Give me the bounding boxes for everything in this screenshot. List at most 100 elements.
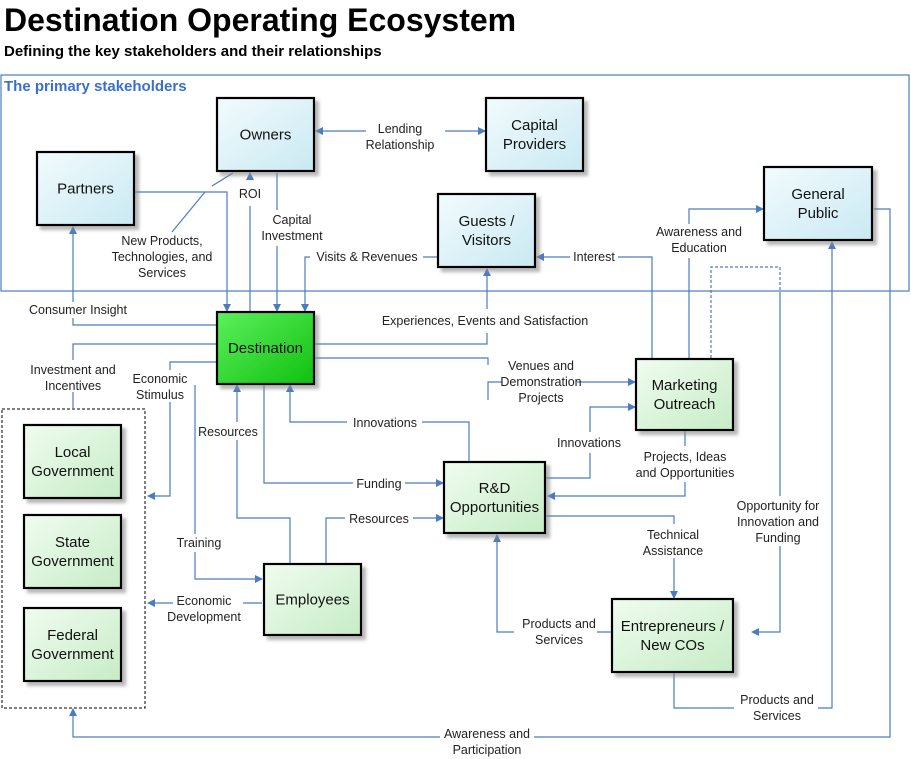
label-capital-investment: Investment <box>261 229 323 243</box>
node-guests-label: Visitors <box>462 232 511 249</box>
label-lending: Lending <box>378 122 423 136</box>
label-experiences: Experiences, Events and Satisfaction <box>382 314 588 328</box>
node-rd: R&D Opportunities <box>442 460 547 535</box>
node-general-public-label: General <box>791 186 844 203</box>
node-guests: Guests / Visitors <box>436 192 537 269</box>
resources-mid-connector <box>325 518 443 563</box>
label-investment-incentives: Investment and <box>30 363 116 377</box>
label-products-services-right: Services <box>753 709 801 723</box>
innovations-right-connector <box>546 407 635 479</box>
label-new-products: Services <box>138 266 186 280</box>
node-entrepreneurs-label: New COs <box>640 637 704 654</box>
technical-assistance-connector <box>546 515 674 598</box>
node-partners: Partners <box>35 150 136 227</box>
opportunity-connector <box>752 292 781 632</box>
visits-revenues-connector <box>305 256 437 311</box>
label-technical-assistance: Assistance <box>643 544 703 558</box>
node-state-gov-label: Government <box>31 553 114 570</box>
label-resources-left: Resources <box>198 425 258 439</box>
node-general-public-label: Public <box>798 205 839 222</box>
node-entrepreneurs: Entrepreneurs / New COs <box>610 597 735 674</box>
node-marketing-label: Outreach <box>654 396 716 413</box>
funding-connector <box>263 385 443 483</box>
node-destination: Destination <box>215 310 316 386</box>
node-federal-gov-label: Government <box>31 646 114 663</box>
label-awareness-participation: Awareness and <box>444 727 530 741</box>
government-group <box>1 408 146 709</box>
training-connector <box>194 385 262 579</box>
label-investment-incentives: Incentives <box>45 379 101 393</box>
label-visits-revenues: Visits & Revenues <box>316 250 417 264</box>
label-projects-ideas: and Opportunities <box>636 466 735 480</box>
label-venues: Venues and <box>508 359 574 373</box>
label-lending: Relationship <box>366 138 435 152</box>
node-state-gov-label: State <box>55 534 90 551</box>
label-innovations-right: Innovations <box>557 436 621 450</box>
new-products-diag2 <box>211 172 234 187</box>
label-economic-development: Economic <box>177 594 232 608</box>
node-rd-label: Opportunities <box>450 499 539 516</box>
products-services-rd-connector <box>497 535 612 633</box>
label-resources-mid: Resources <box>349 512 409 526</box>
label-products-services-right: Products and <box>740 693 814 707</box>
label-economic-stimulus: Economic <box>133 372 188 386</box>
venues-connector <box>315 357 635 400</box>
node-capital-providers-label: Providers <box>503 136 566 153</box>
label-funding: Funding <box>356 477 401 491</box>
experiences-connector <box>315 269 487 345</box>
label-products-services-left: Services <box>535 633 583 647</box>
label-opportunity: Innovation and <box>737 515 819 529</box>
node-local-gov-label: Local <box>55 444 91 461</box>
consumer-insight-connector <box>73 227 216 326</box>
label-technical-assistance: Technical <box>647 528 699 542</box>
awareness-participation-connector <box>73 208 891 738</box>
region-title: The primary stakeholders <box>4 78 187 95</box>
label-economic-development: Development <box>167 610 241 624</box>
interest-connector <box>537 257 653 358</box>
label-awareness-education: Education <box>671 241 727 255</box>
label-new-products: Technologies, and <box>112 250 213 264</box>
products-services-public-connector <box>673 242 832 709</box>
node-federal-gov-label: Federal <box>47 627 98 644</box>
node-rd-label: R&D <box>479 480 511 497</box>
label-consumer-insight: Consumer Insight <box>29 303 127 317</box>
awareness-education-connector <box>688 209 763 358</box>
investment-incentives-connector <box>72 343 216 408</box>
economic-stimulus-connector <box>148 361 216 496</box>
label-capital-investment: Capital <box>273 213 312 227</box>
label-products-services-left: Products and <box>522 617 596 631</box>
label-training: Training <box>177 536 222 550</box>
node-partners-label: Partners <box>57 181 114 198</box>
diagram-title: Destination Operating Ecosystem <box>4 2 517 38</box>
node-employees: Employees <box>262 562 363 637</box>
label-opportunity: Opportunity for <box>737 499 820 513</box>
label-venues: Demonstration <box>500 375 581 389</box>
node-destination-label: Destination <box>228 340 303 357</box>
node-employees-label: Employees <box>275 592 349 609</box>
innovations-top-connector <box>290 385 470 461</box>
node-owners: Owners <box>215 96 316 173</box>
diagram-subtitle: Defining the key stakeholders and their … <box>4 43 382 60</box>
label-opportunity: Funding <box>755 531 800 545</box>
marketing-dashed-connector <box>710 266 781 358</box>
primary-stakeholders-region <box>0 74 910 292</box>
node-capital-providers-label: Capital <box>511 117 558 134</box>
node-marketing-label: Marketing <box>652 377 718 394</box>
label-interest: Interest <box>573 250 615 264</box>
label-innovations-top: Innovations <box>353 416 417 430</box>
node-guests-label: Guests / <box>459 213 516 230</box>
new-products-diag1 <box>171 191 206 233</box>
node-entrepreneurs-label: Entrepreneurs / <box>621 618 725 635</box>
node-owners-label: Owners <box>240 127 292 144</box>
resources-left-connector <box>237 385 291 563</box>
label-awareness-participation: Participation <box>453 743 522 757</box>
label-new-products: New Products, <box>121 234 202 248</box>
label-venues: Projects <box>518 391 563 405</box>
projects-ideas-connector <box>548 430 686 496</box>
